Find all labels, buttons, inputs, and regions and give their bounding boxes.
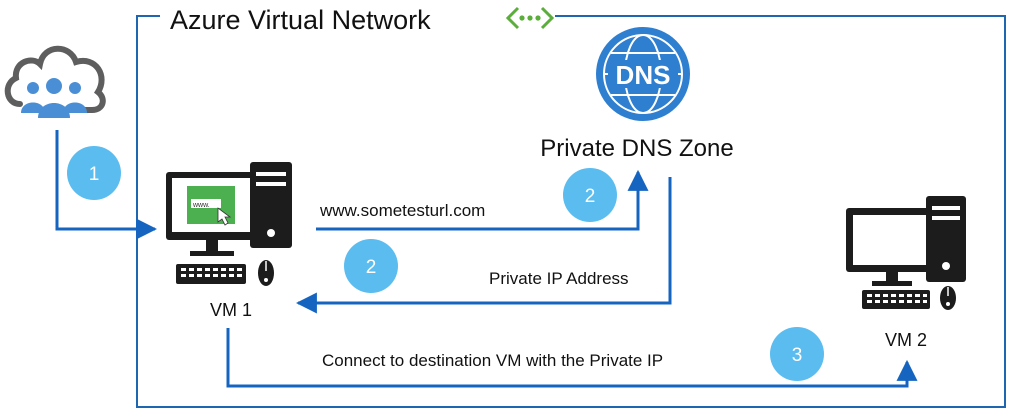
- vm2-label: VM 2: [885, 330, 927, 350]
- dns-globe-icon: DNS: [596, 27, 690, 121]
- response-label: Private IP Address: [489, 269, 629, 288]
- step-badge-number: 2: [585, 186, 596, 207]
- step-badge-number: 1: [89, 164, 100, 185]
- pointer-hand-icon: [217, 207, 232, 226]
- dns-zone-title: Private DNS Zone: [540, 135, 733, 162]
- step-badge-2-query: 2: [563, 168, 617, 222]
- vm1-label: VM 1: [210, 300, 252, 320]
- connect-vm2-arrow: [226, 328, 918, 388]
- vm1-screen-text: www.: [192, 202, 210, 209]
- step-badge-number: 2: [366, 257, 377, 278]
- step-badge-number: 3: [792, 345, 803, 366]
- step-badge-1: 1: [67, 146, 121, 200]
- vnet-icon: [505, 6, 555, 30]
- vnet-boundary: [136, 15, 1006, 408]
- query-url-label: www.sometesturl.com: [319, 201, 485, 220]
- dns-query-arrow: [316, 169, 649, 231]
- vm2-computer-icon: [846, 196, 966, 310]
- connect-label: Connect to destination VM with the Priva…: [322, 351, 663, 370]
- step-badge-3: 3: [770, 327, 824, 381]
- user-to-vm1-arrow: [55, 130, 158, 240]
- vnet-title: Azure Virtual Network: [170, 5, 431, 35]
- step-badge-2-response: 2: [344, 239, 398, 293]
- vm1-computer-icon: www.: [166, 162, 292, 286]
- dns-badge-label: DNS: [616, 60, 671, 90]
- cloud-users-icon: [4, 45, 106, 118]
- dns-response-arrow: [295, 177, 672, 314]
